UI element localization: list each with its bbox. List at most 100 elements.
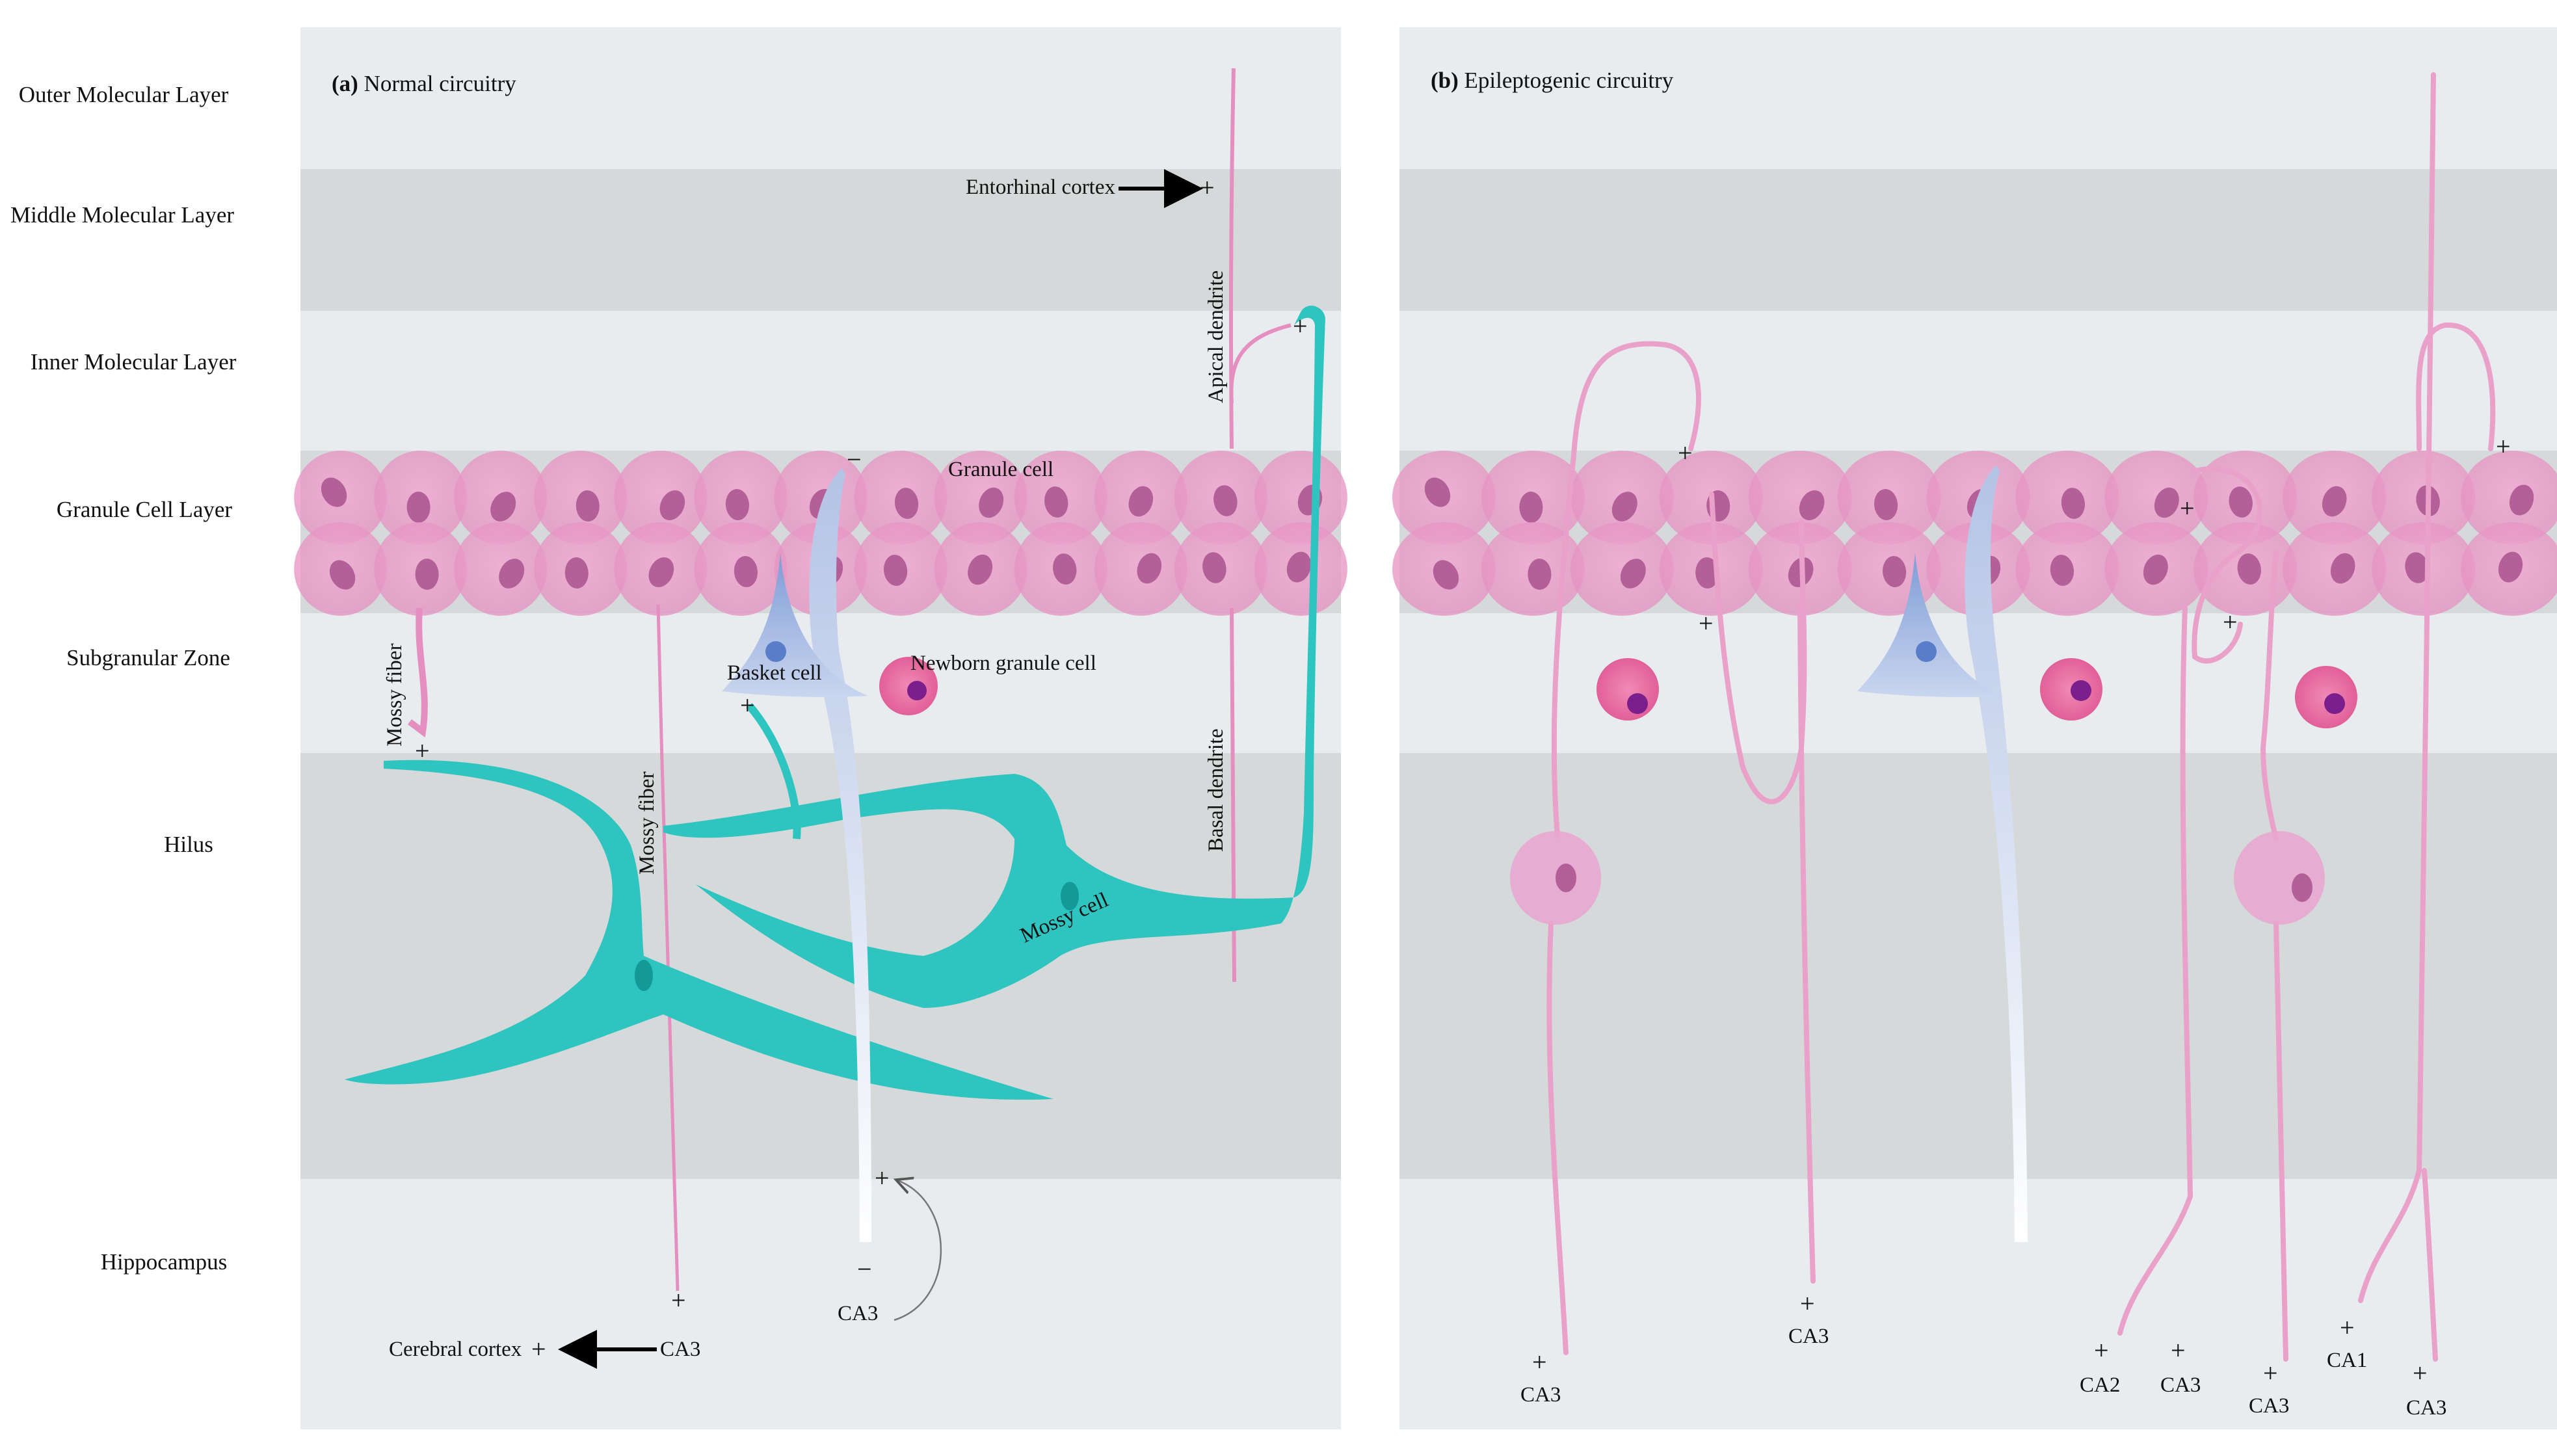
label-b-target-6: CA1 [2327, 1349, 2367, 1372]
panel-b-granule-nucleus [2143, 554, 2168, 585]
sign-b-target-plus-3: + [2094, 1336, 2109, 1365]
panel-b-granule-nucleus [2322, 486, 2347, 517]
fiber-b-9 [2416, 322, 2496, 451]
label-newborn-granule-cell: Newborn granule cell [910, 652, 1096, 675]
panel-b-granule-cell [1570, 522, 1674, 616]
ca3-feedback-arrow [894, 1180, 942, 1321]
sign-cerebral-plus: + [531, 1334, 546, 1364]
basket-cell-nucleus [765, 641, 786, 662]
panel-a-granule-nucleus [1053, 553, 1077, 585]
fiber-b-11 [2422, 1168, 2438, 1362]
mossy-cells [345, 305, 1325, 1100]
fiber-b-10 [2358, 72, 2436, 1303]
newborn-granule-cell-b1 [1596, 658, 1659, 721]
ectopic-granule-cell-2 [2234, 831, 2325, 925]
panel-a-granule-nucleus [1137, 553, 1162, 584]
panel-b-granule-nucleus [1883, 556, 1907, 587]
label-b-target-7: CA3 [2406, 1396, 2446, 1420]
label-granule-cell: Granule cell [948, 458, 1053, 481]
layer-label-hippocampus: Hippocampus [101, 1249, 227, 1275]
panel-a-granule-nucleus [564, 557, 589, 589]
fiber-b-3 [1709, 492, 1807, 804]
panel-b-granule-nucleus [2050, 555, 2074, 586]
panel-a-granule-nucleus [894, 488, 919, 519]
panel-a-granule-cell [454, 522, 548, 616]
sign-b-plus-2: + [1699, 609, 1714, 638]
panel-b-title: (b) Epileptogenic circuitry [1431, 68, 1674, 93]
panel-b-granule-nucleus [1799, 490, 1825, 520]
fiber-b-5 [2190, 466, 2263, 664]
panel-a-granule-nucleus [968, 554, 993, 585]
band-hippocampus-a [300, 1179, 1341, 1429]
panel-a-normal-circuitry: (a) Normal circuitry [294, 27, 1347, 1429]
fiber-b-1 [1551, 341, 1701, 838]
band-inner-molecular-a [300, 311, 1341, 451]
panel-b-granule-nucleus [1433, 560, 1459, 590]
granule-cell-layer-a [294, 451, 1347, 616]
panel-b-granule-nucleus [2405, 552, 2429, 583]
label-b-target-5: CA3 [2249, 1394, 2289, 1418]
sign-b-target-plus-6: + [2340, 1313, 2355, 1342]
panel-b-granule-nucleus [2229, 486, 2253, 518]
mossy-cell-right-nucleus [1061, 882, 1079, 910]
panel-b-granule-nucleus [2498, 551, 2523, 583]
fiber-b-2 [1546, 921, 1569, 1355]
panel-a-granule-nucleus [490, 492, 516, 522]
fiber-b-7 [2260, 550, 2279, 841]
label-mossy-fiber-left: Mossy fiber [383, 643, 406, 747]
panel-b-granule-nucleus [2330, 553, 2355, 584]
panel-b-granule-cell [1748, 451, 1852, 544]
label-b-target-4: CA3 [2160, 1373, 2201, 1397]
panel-a-granule-nucleus [1128, 486, 1154, 517]
newborn-granule-cell-a [879, 657, 938, 715]
sign-basket-plus: + [740, 691, 755, 720]
label-cerebral-cortex: Cerebral cortex [389, 1338, 522, 1361]
band-middle-molecular-b [1399, 169, 2557, 311]
sign-b-target-plus-4: + [2171, 1336, 2186, 1365]
label-entorhinal-cortex: Entorhinal cortex [966, 176, 1116, 199]
band-outer-molecular-b [1399, 27, 2557, 169]
newborn-granule-cell-b3 [2295, 666, 2357, 728]
panel-b-granule-nucleus [1620, 559, 1646, 589]
mossy-cell-branch-to-basket [746, 703, 801, 840]
panel-a-granule-nucleus [883, 555, 908, 586]
panel-a-granule-nucleus [1213, 485, 1238, 516]
basket-cell-b-nucleus [1916, 641, 1937, 662]
panel-a-granule-nucleus [979, 487, 1004, 518]
panel-b-granule-nucleus [1695, 557, 1719, 589]
label-b-target-2: CA3 [1788, 1325, 1829, 1348]
basket-cell-body [722, 553, 868, 698]
basket-cell-b-axon [1965, 465, 2028, 1242]
fiber-b-6 [2117, 605, 2193, 1336]
sign-b-target-plus-5: + [2263, 1358, 2278, 1388]
panel-b-granule-nucleus [2237, 553, 2261, 585]
panel-a-granule-nucleus [1044, 486, 1068, 518]
ectopic-granule-cell-1 [1510, 831, 1601, 925]
panel-a-granule-nucleus [1202, 552, 1226, 583]
basket-cell-b-body [1857, 553, 2003, 698]
band-hilus-b [1399, 753, 2557, 1179]
panel-b-granule-cell [2461, 451, 2557, 544]
panel-a-granule-nucleus [576, 490, 600, 522]
label-ca3-mossy: CA3 [660, 1338, 700, 1361]
label-b-target-1: CA3 [1520, 1383, 1561, 1407]
sign-b-plus-1: + [1678, 438, 1693, 468]
label-mossy-fiber-center: Mossy fiber [635, 771, 659, 875]
panel-a-granule-nucleus [659, 490, 685, 520]
panel-a-granule-nucleus [406, 492, 431, 523]
panel-b-granule-nucleus [1874, 489, 1898, 520]
panel-b-granule-nucleus [1424, 477, 1451, 507]
sign-ca3-plus-upper: + [875, 1163, 890, 1193]
panel-a-title: (a) Normal circuitry [332, 71, 516, 96]
panel-a-granule-nucleus [725, 489, 749, 520]
newborn-granule-cell-b2 [2040, 658, 2102, 721]
layer-label-subgranular-zone: Subgranular Zone [66, 645, 230, 670]
granule-cell-layer-b [1392, 451, 2557, 616]
label-b-target-3: CA2 [2080, 1373, 2120, 1397]
panel-a-granule-nucleus [1286, 551, 1312, 583]
label-apical-dendrite: Apical dendrite [1204, 271, 1228, 403]
basket-cell-axon [809, 468, 871, 1242]
sign-b-target-plus-1: + [1532, 1347, 1547, 1377]
panel-a-granule-nucleus [415, 559, 439, 590]
